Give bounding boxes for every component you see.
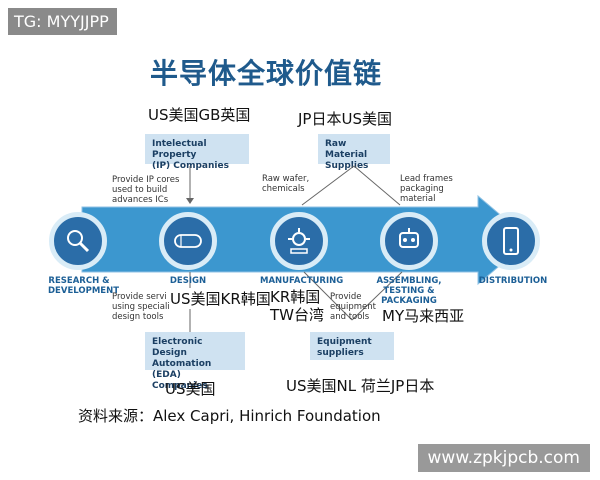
country-label-assembling: MY马来西亚 xyxy=(382,307,465,325)
equip-right-connector xyxy=(351,271,403,321)
raw-left-connector xyxy=(301,165,355,206)
equip-left-connector xyxy=(303,271,353,321)
magnifier-icon xyxy=(67,230,90,253)
source-note: 资料来源：Alex Capri, Hinrich Foundation xyxy=(78,407,381,425)
manufacturing-circle xyxy=(270,212,328,270)
design-circle xyxy=(159,212,217,270)
note-provide-equipment: Provide equipment and tools xyxy=(330,292,376,322)
country-label-manufacturing: KR韩国 TW台湾 xyxy=(270,288,324,324)
chip-cylinder-icon xyxy=(174,234,202,248)
ip-companies-box: Intelectual Property (IP) Companies xyxy=(145,134,249,171)
watermark-label: www.zpkjpcb.com xyxy=(417,444,590,472)
eda-companies-box: Electronic Design Automation (EDA) Compa… xyxy=(145,332,245,391)
stage-distribution: DISTRIBUTION xyxy=(478,276,548,286)
stage-manufacturing: MANUFACTURING xyxy=(260,276,344,286)
raw-material-box: Raw Material Supplies xyxy=(318,134,390,171)
note-raw-wafer: Raw wafer, chemicals xyxy=(262,174,310,194)
gear-icon xyxy=(288,228,310,254)
country-label-design: US美国KR韩国 xyxy=(170,288,271,309)
diagram-title: 半导体全球价值链 xyxy=(150,57,383,90)
equipment-suppliers-box: Equipment suppliers xyxy=(310,332,394,360)
assembling-circle xyxy=(380,212,438,270)
stage-research: RESEARCH & DEVELOPMENT xyxy=(48,276,119,296)
country-label-eda: US美国 xyxy=(165,380,216,398)
robot-icon xyxy=(399,228,419,248)
stage-assembling: ASSEMBLING, TESTING & PACKAGING xyxy=(376,276,442,306)
research-circle xyxy=(49,212,107,270)
country-label-ip: US美国GB英国 xyxy=(148,106,251,124)
phone-icon xyxy=(503,227,519,255)
raw-right-connector xyxy=(353,165,401,206)
note-lead-frames: Lead frames packaging material xyxy=(400,174,453,204)
note-provide-services: Provide servi using specialized design t… xyxy=(112,292,185,322)
country-label-equipment: US美国NL 荷兰JP日本 xyxy=(286,377,435,395)
tag-label: TG: MYYJJPP xyxy=(8,8,117,35)
distribution-circle xyxy=(482,212,540,270)
note-provide-ip: Provide IP cores used to build advances … xyxy=(112,175,180,205)
country-label-raw: JP日本US美国 xyxy=(298,110,392,128)
stage-design: DESIGN xyxy=(169,276,207,286)
